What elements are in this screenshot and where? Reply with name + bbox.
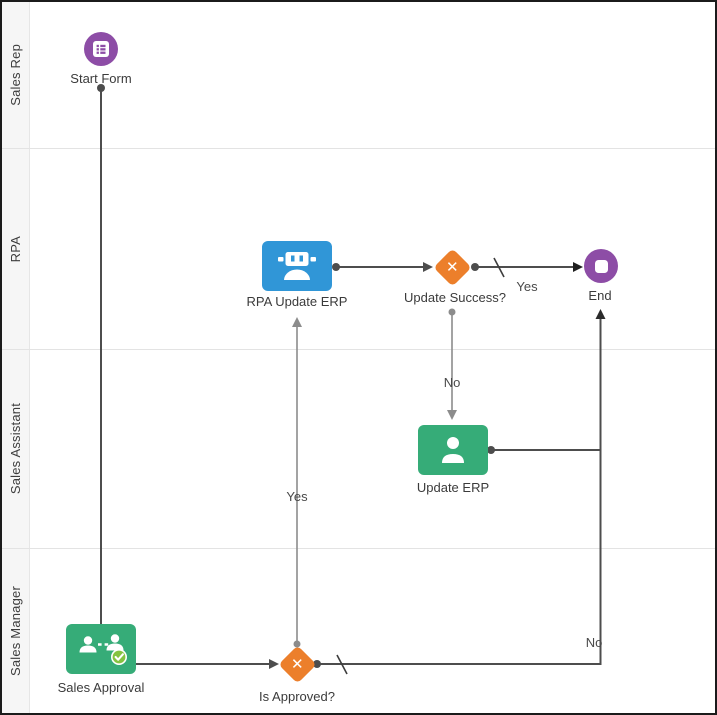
end-node[interactable] — [584, 249, 618, 283]
sales-approval-node[interactable] — [66, 624, 136, 674]
edge-label-update-success-yes: Yes — [516, 279, 538, 294]
end-label: End — [588, 288, 612, 303]
update-erp-label: Update ERP — [416, 480, 490, 495]
lane-header-rpa[interactable]: RPA — [2, 149, 30, 349]
person-icon — [442, 437, 464, 463]
lane-header-sales-assistant[interactable]: Sales Assistant — [2, 350, 30, 548]
rpa-update-erp-label: RPA Update ERP — [246, 294, 348, 309]
robot-icon — [278, 252, 316, 280]
edge-updateerp-to-end[interactable] — [487, 446, 600, 454]
edge-success-yes-to-end[interactable] — [471, 257, 583, 278]
edge-label-is-approved-yes: Yes — [286, 489, 308, 504]
lane-header-sales-rep[interactable]: Sales Rep — [2, 2, 30, 148]
update-erp-node[interactable] — [418, 425, 488, 475]
edge-start-to-approval[interactable] — [97, 84, 105, 625]
edge-isapproved-yes-to-rpa[interactable] — [292, 317, 302, 648]
edge-success-no-to-updateerp[interactable] — [447, 308, 457, 421]
x-mark-icon: ✕ — [445, 258, 459, 276]
start-form-label: Start Form — [70, 71, 132, 86]
edge-label-is-approved-no: No — [585, 635, 603, 650]
edge-label-update-success-no: No — [443, 375, 461, 390]
is-approved-label: Is Approved? — [259, 689, 335, 704]
edge-isapproved-no-to-end[interactable] — [313, 309, 606, 675]
rpa-update-erp-node[interactable] — [262, 241, 332, 291]
lane-sales-rep: Sales Rep — [2, 2, 715, 149]
stop-icon — [594, 259, 608, 273]
lane-header-sales-manager[interactable]: Sales Manager — [2, 549, 30, 713]
form-icon — [93, 41, 109, 57]
start-form-node[interactable] — [84, 32, 118, 66]
update-success-label: Update Success? — [404, 290, 506, 305]
x-mark-icon: ✕ — [290, 655, 304, 673]
sales-approval-label: Sales Approval — [57, 680, 145, 695]
users-handshake-check-icon — [79, 634, 127, 665]
edge-approval-to-isapproved[interactable] — [136, 659, 279, 669]
edge-rpa-to-success[interactable] — [332, 262, 433, 272]
